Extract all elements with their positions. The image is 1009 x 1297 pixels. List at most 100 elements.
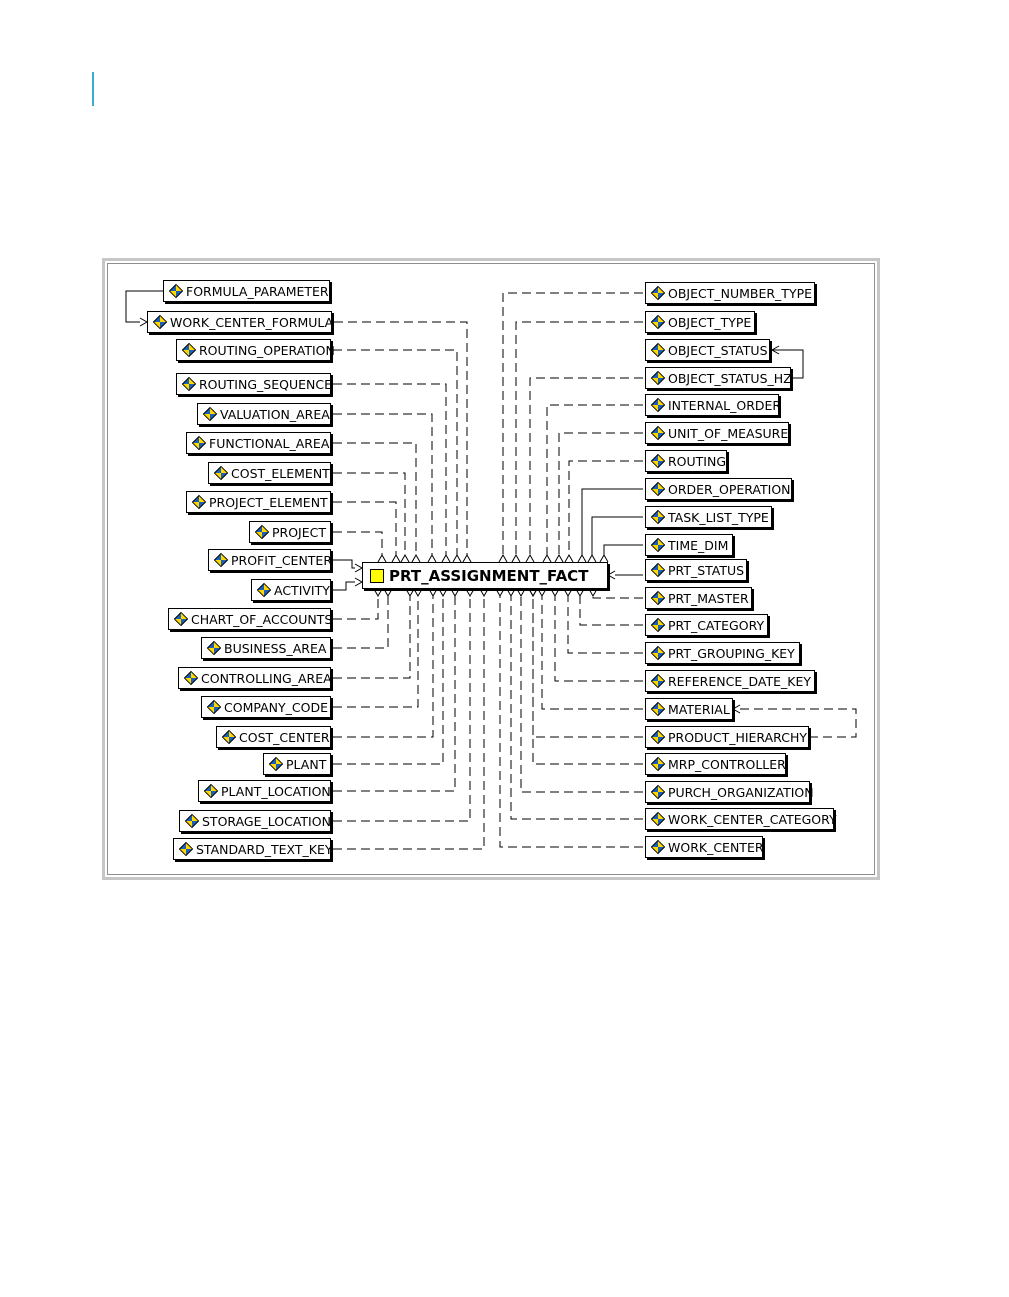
entity-label: REFERENCE_DATE_KEY — [668, 673, 811, 689]
entity-label: PROJECT_ELEMENT — [209, 494, 328, 510]
entity-unit-of-measure[interactable]: UNIT_OF_MEASURE — [645, 422, 789, 444]
entity-work-center[interactable]: WORK_CENTER — [645, 836, 764, 858]
dimension-table-icon — [222, 730, 239, 744]
dimension-table-icon — [179, 842, 196, 856]
entity-business-area[interactable]: BUSINESS_AREA — [201, 637, 331, 659]
dimension-table-icon — [185, 814, 202, 828]
entity-reference-date-key[interactable]: REFERENCE_DATE_KEY — [645, 670, 815, 692]
dimension-table-icon — [651, 538, 668, 552]
entity-label: FUNCTIONAL_AREA — [209, 435, 330, 451]
entity-task-list-type[interactable]: TASK_LIST_TYPE — [645, 506, 772, 528]
entity-storage-location[interactable]: STORAGE_LOCATION — [179, 810, 331, 832]
entity-time-dim[interactable]: TIME_DIM — [645, 534, 733, 556]
dimension-table-icon — [214, 553, 231, 567]
entity-label: TIME_DIM — [668, 537, 729, 553]
entity-label: FORMULA_PARAMETER — [186, 283, 329, 299]
dimension-table-icon — [651, 785, 668, 799]
entity-label: BUSINESS_AREA — [224, 640, 327, 656]
entity-prt-master[interactable]: PRT_MASTER — [645, 587, 752, 609]
entity-label: PROJECT — [272, 524, 327, 540]
entity-work-center-formula[interactable]: WORK_CENTER_FORMULA — [147, 311, 334, 333]
entity-product-hierarchy[interactable]: PRODUCT_HIERARCHY — [645, 726, 809, 748]
entity-routing-sequence[interactable]: ROUTING_SEQUENCE — [176, 373, 332, 395]
entity-prt-status[interactable]: PRT_STATUS — [645, 559, 747, 581]
entity-object-status-hz[interactable]: OBJECT_STATUS_HZ — [645, 367, 792, 389]
entity-object-number-type[interactable]: OBJECT_NUMBER_TYPE — [645, 282, 815, 304]
entity-label: PRODUCT_HIERARCHY — [668, 729, 807, 745]
entity-label: VALUATION_AREA — [220, 406, 330, 422]
entity-chart-of-accounts[interactable]: CHART_OF_ACCOUNTS — [168, 608, 333, 630]
dimension-table-icon — [651, 454, 668, 468]
dimension-table-icon — [651, 371, 668, 385]
entity-label: PURCH_ORGANIZATION — [668, 784, 814, 800]
entity-label: WORK_CENTER — [668, 839, 764, 855]
entity-label: WORK_CENTER_FORMULA — [170, 314, 334, 330]
dimension-table-icon — [214, 466, 231, 480]
entity-label: UNIT_OF_MEASURE — [668, 425, 789, 441]
dimension-table-icon — [651, 757, 668, 771]
entity-label: STANDARD_TEXT_KEY — [196, 841, 333, 857]
entity-controlling-area[interactable]: CONTROLLING_AREA — [178, 667, 332, 689]
dimension-table-icon — [651, 674, 668, 688]
dimension-table-icon — [651, 702, 668, 716]
entity-mrp-controller[interactable]: MRP_CONTROLLER — [645, 753, 786, 775]
dimension-table-icon — [192, 436, 209, 450]
fact-table-prt-assignment-fact[interactable]: PRT_ASSIGNMENT_FACT — [362, 562, 608, 589]
entity-functional-area[interactable]: FUNCTIONAL_AREA — [186, 432, 331, 454]
entity-work-center-category[interactable]: WORK_CENTER_CATEGORY — [645, 808, 837, 830]
entity-label: MRP_CONTROLLER — [668, 756, 786, 772]
dimension-table-icon — [203, 407, 220, 421]
entity-standard-text-key[interactable]: STANDARD_TEXT_KEY — [173, 838, 333, 860]
entity-label: ROUTING_SEQUENCE — [199, 376, 332, 392]
entity-cost-center[interactable]: COST_CENTER — [216, 726, 331, 748]
entity-label: COST_ELEMENT — [231, 465, 330, 481]
entity-profit-center[interactable]: PROFIT_CENTER — [208, 549, 332, 571]
dimension-table-icon — [255, 525, 272, 539]
entity-company-code[interactable]: COMPANY_CODE — [201, 696, 331, 718]
dimension-table-icon — [651, 482, 668, 496]
entity-label: ROUTING — [668, 453, 727, 469]
dimension-table-icon — [169, 284, 186, 298]
entity-label: INTERNAL_ORDER — [668, 397, 782, 413]
dimension-table-icon — [204, 784, 221, 798]
entity-purch-organization[interactable]: PURCH_ORGANIZATION — [645, 781, 814, 803]
fact-table-icon — [370, 568, 384, 583]
entity-plant-location[interactable]: PLANT_LOCATION — [198, 780, 331, 802]
entity-label: WORK_CENTER_CATEGORY — [668, 811, 837, 827]
entity-project-element[interactable]: PROJECT_ELEMENT — [186, 491, 331, 513]
entity-object-status[interactable]: OBJECT_STATUS — [645, 339, 770, 361]
dimension-table-icon — [651, 510, 668, 524]
entity-label: PLANT — [286, 756, 327, 772]
dimension-table-icon — [651, 398, 668, 412]
entity-order-operation[interactable]: ORDER_OPERATION — [645, 478, 792, 500]
entity-project[interactable]: PROJECT — [249, 521, 331, 543]
entity-formula-parameter[interactable]: FORMULA_PARAMETER — [163, 280, 330, 302]
entity-label: MATERIAL — [668, 701, 730, 717]
entity-object-type[interactable]: OBJECT_TYPE — [645, 311, 755, 333]
entity-label: CHART_OF_ACCOUNTS — [191, 611, 333, 627]
entity-label: ROUTING_OPERATION — [199, 342, 335, 358]
entity-label: ORDER_OPERATION — [668, 481, 791, 497]
entity-label: OBJECT_STATUS — [668, 342, 768, 358]
entity-internal-order[interactable]: INTERNAL_ORDER — [645, 394, 782, 416]
dimension-table-icon — [192, 495, 209, 509]
entity-valuation-area[interactable]: VALUATION_AREA — [197, 403, 331, 425]
dimension-table-icon — [153, 315, 170, 329]
entity-plant[interactable]: PLANT — [263, 753, 331, 775]
entity-label: CONTROLLING_AREA — [201, 670, 332, 686]
dimension-table-icon — [651, 840, 668, 854]
entity-label: OBJECT_STATUS_HZ — [668, 370, 792, 386]
dimension-table-icon — [207, 700, 224, 714]
dimension-table-icon — [184, 671, 201, 685]
entity-routing[interactable]: ROUTING — [645, 450, 727, 472]
entity-label: PRT_GROUPING_KEY — [668, 645, 795, 661]
entity-routing-operation[interactable]: ROUTING_OPERATION — [176, 339, 335, 361]
entity-prt-category[interactable]: PRT_CATEGORY — [645, 614, 768, 636]
entity-prt-grouping-key[interactable]: PRT_GROUPING_KEY — [645, 642, 800, 664]
entity-cost-element[interactable]: COST_ELEMENT — [208, 462, 331, 484]
entity-material[interactable]: MATERIAL — [645, 698, 733, 720]
dimension-table-icon — [651, 343, 668, 357]
dimension-table-icon — [651, 426, 668, 440]
entity-label: COST_CENTER — [239, 729, 330, 745]
entity-activity[interactable]: ACTIVITY — [251, 579, 331, 601]
